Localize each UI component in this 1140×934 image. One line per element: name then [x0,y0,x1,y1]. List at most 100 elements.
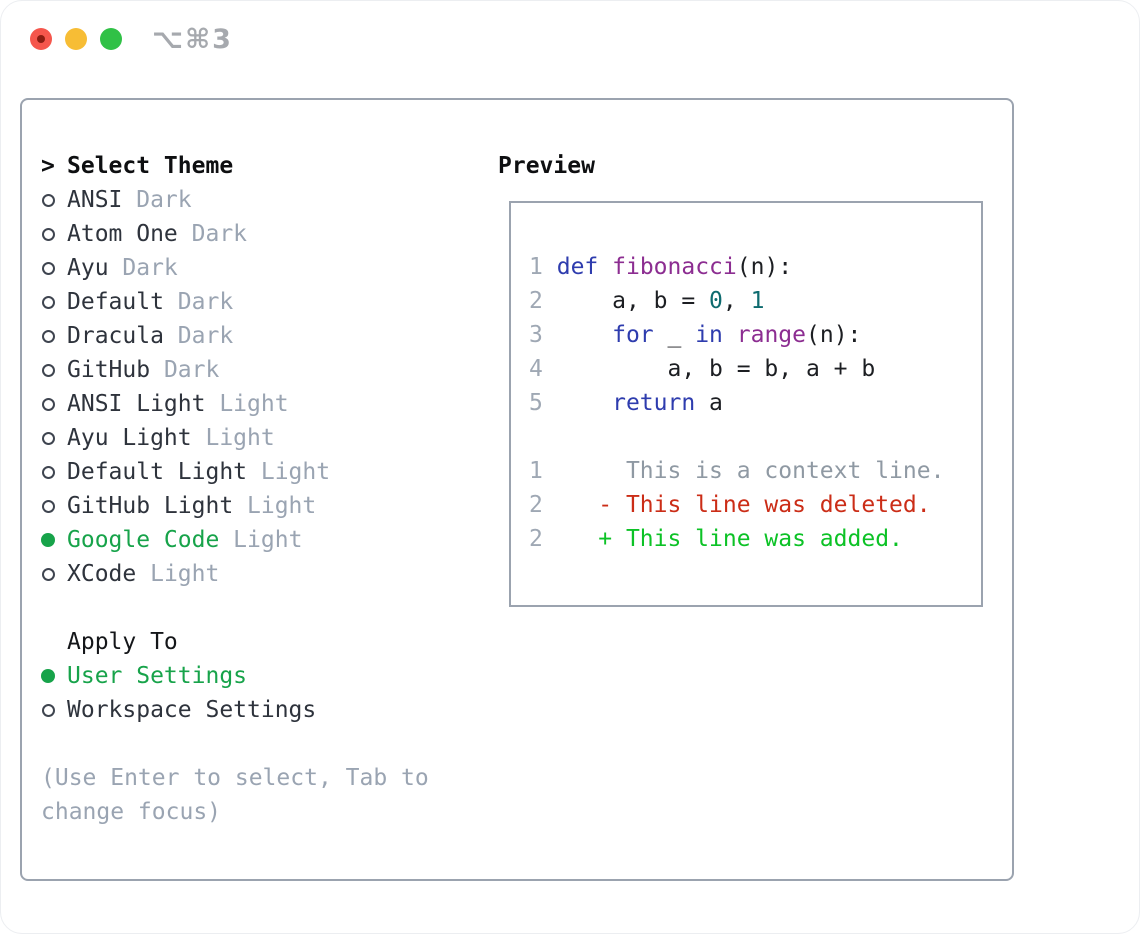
theme-variant-tag: Dark [163,323,234,349]
line-number: 1 [529,458,543,484]
diff-line: 2 - This line was deleted. [529,488,981,522]
preview-title: Preview [498,153,595,179]
radio-unselected-icon [41,363,67,377]
theme-option-github[interactable]: GitHub Dark [41,353,471,387]
code-token-num: 0 [709,288,723,314]
radio-unselected-icon [41,329,67,343]
diff-line: 1 This is a context line. [529,454,981,488]
code-token-pl [543,322,612,348]
hint-text-line-2: change focus) [41,799,222,825]
select-theme-title: Select Theme [67,153,234,179]
theme-option-default[interactable]: Default Dark [41,285,471,319]
code-token-fn: range [736,322,807,348]
theme-variant-tag: Light [219,527,303,553]
select-theme-header: > Select Theme [41,149,471,183]
theme-variant-tag: Light [247,459,331,485]
line-number: 3 [529,322,543,348]
spacer [41,591,471,625]
radio-unselected-icon [41,261,67,275]
code-line: 1 def fibonacci(n): [529,250,981,284]
theme-option-dracula[interactable]: Dracula Dark [41,319,471,353]
code-token-pl: _ [653,322,696,348]
theme-option-xcode[interactable]: XCode Light [41,557,471,591]
diff-line: 2 + This line was added. [529,522,981,556]
theme-option-github-light[interactable]: GitHub Light Light [41,489,471,523]
line-number: 2 [529,526,543,552]
option-label: Ayu [67,255,109,281]
blank-line [529,420,981,454]
code-token-kw: for [612,322,654,348]
keyboard-shortcut-label: ⌥⌘3 [152,24,233,55]
spacer [41,727,471,761]
diff-preview-lines: 1 This is a context line.2 - This line w… [529,454,981,556]
radio-unselected-icon [41,499,67,513]
theme-variant-tag: Light [205,391,289,417]
code-line: 4 a, b = b, a + b [529,352,981,386]
code-line: 5 return a [529,386,981,420]
theme-variant-tag: Dark [122,187,192,213]
theme-variant-tag: Dark [163,289,234,315]
theme-option-google-code[interactable]: Google Code Light [41,523,471,557]
line-number: 2 [529,288,543,314]
close-window-button[interactable] [30,28,52,50]
code-preview-lines: 1 def fibonacci(n): 2 a, b = 0, 1 3 for _ … [529,250,981,420]
line-number: 1 [529,254,543,280]
option-label: Default Light [67,459,248,485]
code-token-pl [598,254,612,280]
option-label: ANSI [67,187,123,213]
zoom-window-button[interactable] [100,28,122,50]
code-token-pl: a, b = b, a + b [542,356,876,382]
code-token-kw: in [695,322,723,348]
option-label: XCode [67,561,137,587]
theme-variant-tag: Dark [177,221,248,247]
code-token-pl: (n): [806,322,862,348]
code-token-add: + This line was added. [542,526,903,552]
apply-to-header: Apply To [41,625,471,659]
radio-unselected-icon [41,567,67,581]
theme-option-ayu[interactable]: Ayu Dark [41,251,471,285]
code-token-pl: (n): [736,254,793,280]
radio-selected-icon [41,669,67,683]
option-label: User Settings [67,663,248,689]
option-label: Dracula [67,323,164,349]
theme-option-atom-one[interactable]: Atom One Dark [41,217,471,251]
radio-unselected-icon [41,703,67,717]
option-label: Ayu Light [67,425,192,451]
theme-variant-tag: Light [191,425,275,451]
code-token-pl: a [695,390,723,416]
radio-unselected-icon [41,193,67,207]
radio-unselected-icon [41,431,67,445]
theme-option-default-light[interactable]: Default Light Light [41,455,471,489]
line-number: 4 [529,356,543,382]
code-token-pl: a, b = [542,288,710,314]
radio-unselected-icon [41,397,67,411]
code-token-fn: fibonacci [612,254,737,280]
minimize-window-button[interactable] [65,28,87,50]
code-token-kw: return [612,390,696,416]
radio-unselected-icon [41,227,67,241]
code-token-pl: , [722,288,751,314]
code-token-del: - This line was deleted. [542,492,931,518]
hint-text-line-1: (Use Enter to select, Tab to [41,765,429,791]
theme-option-ansi-light[interactable]: ANSI Light Light [41,387,471,421]
code-line: 3 for _ in range(n): [529,318,981,352]
option-label: GitHub [67,357,151,383]
code-token-kw: def [556,254,599,280]
apply-option-user-settings[interactable]: User Settings [41,659,471,693]
option-label: Workspace Settings [67,697,317,723]
theme-variant-tag: Dark [150,357,220,383]
theme-option-ansi[interactable]: ANSI Dark [41,183,471,217]
apply-option-workspace-settings[interactable]: Workspace Settings [41,693,471,727]
option-label: ANSI Light [67,391,206,417]
theme-option-ayu-light[interactable]: Ayu Light Light [41,421,471,455]
option-label: Google Code [67,527,220,553]
apply-to-title: Apply To [67,629,178,655]
theme-variant-tag: Light [136,561,220,587]
code-token-pl [543,254,557,280]
